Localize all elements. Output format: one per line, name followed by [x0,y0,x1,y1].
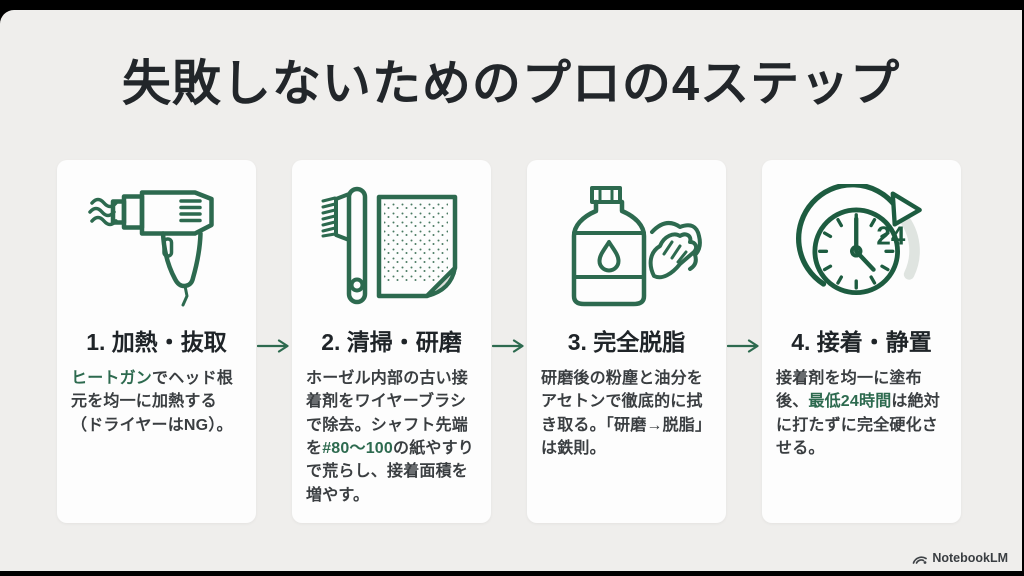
arrow-right-icon [727,339,761,353]
arrow-right-icon [257,339,291,353]
step-heading: 4. 接着・静置 [791,329,932,355]
step-heading: 2. 清掃・研磨 [321,329,462,355]
brush-sandpaper-icon [292,184,491,309]
body-text-segment: の紙やすりで荒らし、接着面積を増やす。 [306,440,475,504]
step-body: 接着剤を均一に塗布後、最低24時間は絶対に打たずに完全硬化させる。 [776,367,947,460]
body-text-segment: は絶対に打たずに完全硬化させる。 [776,393,941,458]
body-text-highlight: 最低24時間 [808,393,892,411]
step-heading: 1. 加熱・抜取 [86,329,227,355]
brand-label: NotebookLM [932,551,1008,565]
step-body: ヒートガンでヘッド根元を均一に加熱する（ドライヤーはNG）。 [71,367,242,437]
step-card-3: 3. 完全脱脂 研磨後の粉塵と油分をアセトンで徹底的に拭き取る。「研磨→脱脂」は… [527,160,726,523]
step-card-1: 1. 加熱・抜取 ヒートガンでヘッド根元を均一に加熱する（ドライヤーはNG）。 [57,160,256,523]
body-text-segment: ホーゼル内部の古い接着剤をワイヤーブラシで除去。シャフト先端を [306,370,469,458]
heat-gun-icon [57,184,256,309]
body-text-segment: でヘッド根元を均一に加熱する（ドライヤーはNG）。 [71,370,234,434]
step-heading: 3. 完全脱脂 [567,329,686,355]
step-card-4: 24 4. 接着・静置 接着剤を均一に塗布後、最低24時間は絶対に打たずに完全硬… [762,160,961,523]
step-card-2: 2. 清掃・研磨 ホーゼル内部の古い接着剤をワイヤーブラシで除去。シャフト先端を… [292,160,491,523]
brand-footer: NotebookLM [912,551,1008,565]
body-text-highlight: ヒートガン [71,370,153,387]
step-body: ホーゼル内部の古い接着剤をワイヤーブラシで除去。シャフト先端を#80〜100の紙… [306,367,477,507]
body-text-segment: 研磨後の粉塵と油分をアセトンで徹底的に拭き取る。「研磨→脱脂」は鉄則。 [541,370,712,458]
clock-24-icon: 24 [762,184,961,309]
steps-row: 1. 加熱・抜取 ヒートガンでヘッド根元を均一に加熱する（ドライヤーはNG）。 [57,160,961,523]
clock-24-label: 24 [876,221,905,251]
page-title: 失敗しないためのプロの4ステップ [121,57,901,111]
body-text-segment: 接着剤を均一に塗布後、 [776,370,922,411]
notebooklm-icon [912,552,928,565]
slide-background: 失敗しないためのプロの4ステップ 1. 加熱・抜取 ヒートガン [0,10,1022,571]
bottle-wipe-icon [527,184,726,309]
arrow-right-icon [492,339,526,353]
body-text-highlight: #80〜100 [322,440,393,458]
step-body: 研磨後の粉塵と油分をアセトンで徹底的に拭き取る。「研磨→脱脂」は鉄則。 [541,367,712,460]
